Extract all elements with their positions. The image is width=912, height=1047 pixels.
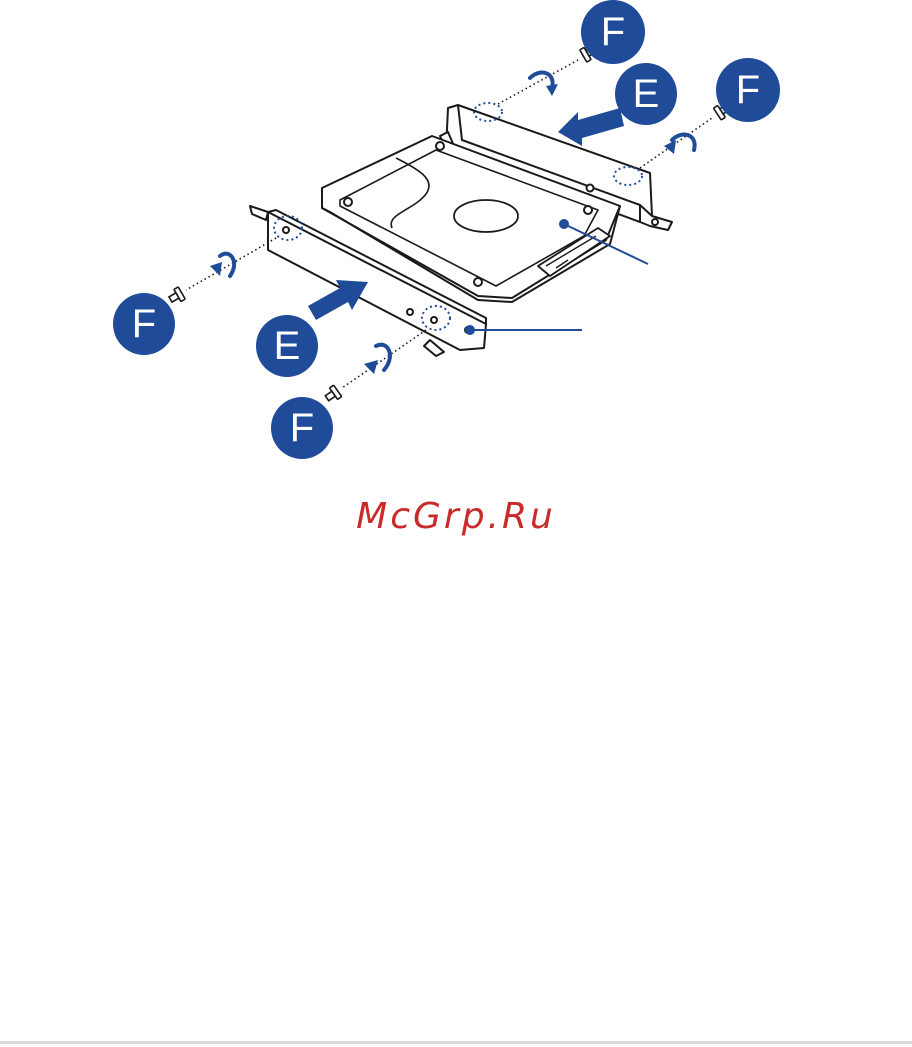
step-badge-label: E xyxy=(633,72,660,116)
screw-path xyxy=(342,330,426,388)
rotate-arrow-icon xyxy=(364,345,390,374)
callout-dot-bracket xyxy=(466,326,474,334)
step-badge: E xyxy=(615,63,677,125)
step-badge-label: E xyxy=(274,324,301,368)
screw-path xyxy=(640,118,712,168)
step-badge-label: F xyxy=(736,68,760,112)
step-badge: E xyxy=(256,315,318,377)
step-badge-label: F xyxy=(601,10,625,54)
step-badge-label: F xyxy=(132,302,156,346)
screw-icon xyxy=(323,385,342,404)
step-badge-label: F xyxy=(290,406,314,450)
step-badge: F xyxy=(113,293,175,355)
insert-arrow-icon xyxy=(558,108,624,146)
footer-rule xyxy=(0,1041,912,1044)
screw-path xyxy=(498,60,578,104)
screw-icon xyxy=(167,287,185,306)
screw-path xyxy=(186,238,276,290)
callout-dot-hard-drive xyxy=(560,220,568,228)
watermark-text: McGrp.Ru xyxy=(0,496,912,537)
rotate-arrow-icon xyxy=(210,254,234,276)
step-badge: F xyxy=(271,397,333,459)
rotate-arrow-icon xyxy=(664,135,695,154)
step-badge: F xyxy=(716,58,780,122)
step-badge: F xyxy=(581,0,645,64)
